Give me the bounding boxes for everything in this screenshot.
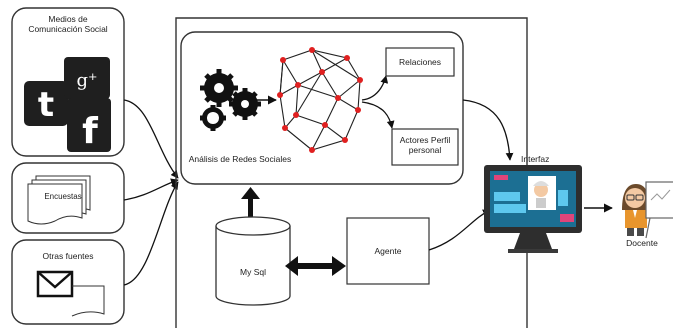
social-to-analysis-connector	[123, 99, 179, 179]
relations-box	[385, 47, 455, 77]
agent-label: Agente	[374, 246, 402, 256]
monitor-icon	[484, 165, 582, 253]
network-graph-icon	[279, 49, 361, 151]
network-to-relations-arrow	[361, 75, 389, 101]
other-to-analysis-connector	[123, 181, 179, 286]
db-agent-double-arrow	[285, 256, 346, 276]
network-nodes	[277, 47, 363, 153]
surveys-label: Encuestas	[44, 192, 82, 201]
interface-label: Interfaz	[521, 154, 550, 164]
survey-documents-icon	[27, 175, 91, 225]
mail-icon	[36, 270, 105, 317]
database-cylinder	[215, 216, 291, 306]
analysis-to-interface-arrow	[462, 99, 514, 161]
google-plus-icon: g⁺	[64, 57, 110, 99]
svg-text:g⁺: g⁺	[76, 70, 97, 91]
twitter-icon: t	[24, 81, 68, 126]
social-media-label: Medios de Comunicación Social	[28, 14, 108, 35]
actors-label: Actores Perfil personal	[399, 135, 451, 156]
agent-box	[346, 217, 430, 285]
svg-text:t: t	[38, 85, 54, 125]
user-label: Docente	[626, 238, 658, 248]
other-sources-label: Otras fuentes	[42, 251, 94, 261]
surveys-source	[11, 162, 125, 234]
other-sources-source	[11, 239, 125, 325]
facebook-icon: f	[67, 98, 111, 152]
gears-icon	[200, 69, 261, 131]
analysis-title: Análisis de Redes Sociales	[188, 154, 292, 164]
agent-to-interface-arrow	[428, 209, 491, 251]
social-media-source: t g⁺ f	[11, 7, 125, 157]
database-label: My Sql	[240, 267, 266, 277]
relations-label: Relaciones	[398, 57, 442, 67]
teacher-icon	[622, 184, 650, 236]
whiteboard-icon	[645, 181, 673, 239]
svg-text:f: f	[82, 111, 98, 152]
network-to-actors-arrow	[361, 101, 395, 129]
actors-box	[391, 128, 459, 166]
